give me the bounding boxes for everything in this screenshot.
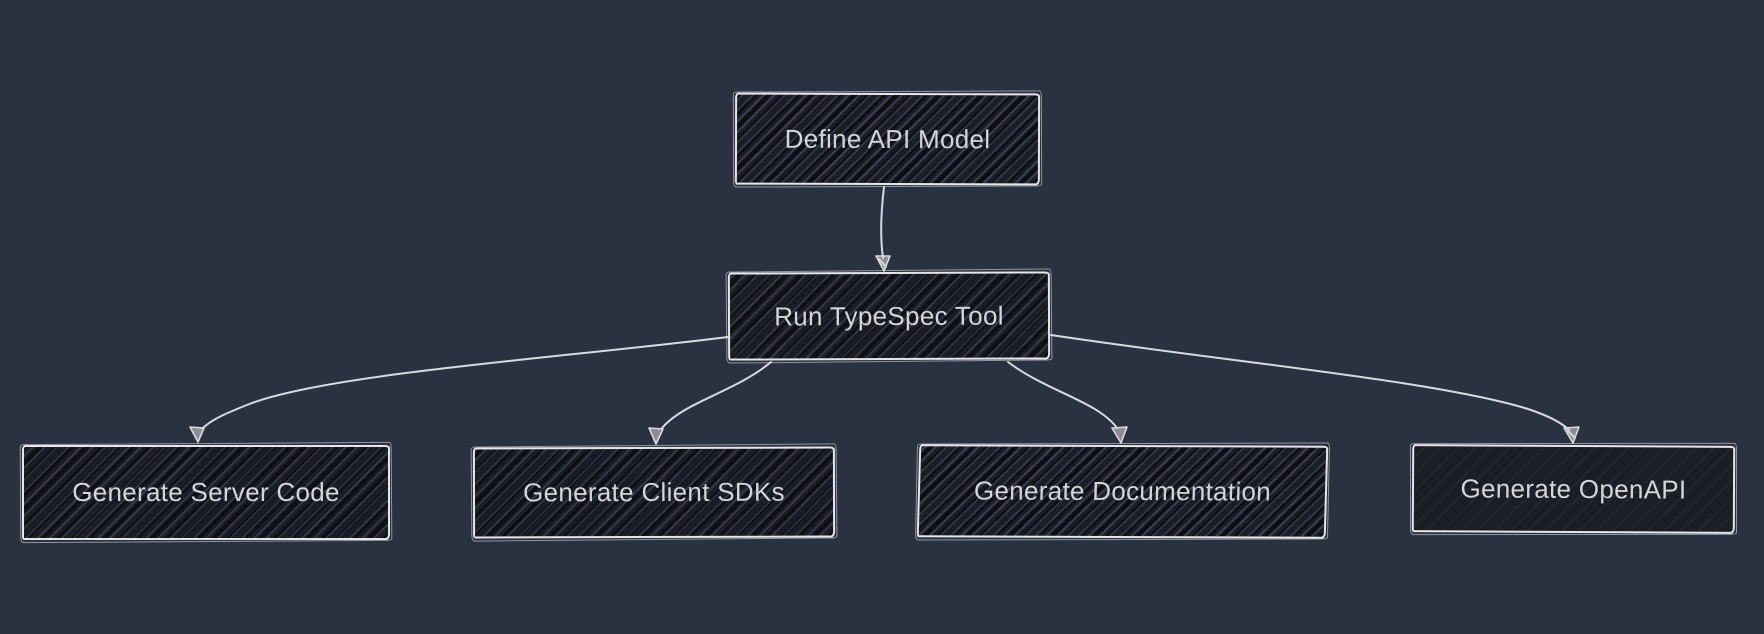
node-label: Generate Documentation — [973, 475, 1272, 507]
node-generate-client-sdks: Generate Client SDKs — [472, 446, 836, 539]
node-label: Define API Model — [784, 123, 991, 154]
node-label: Generate Client SDKs — [523, 476, 785, 508]
edge-run-to-server-code — [189, 336, 729, 443]
node-generate-openapi: Generate OpenAPI — [1411, 444, 1736, 534]
node-define-api-model: Define API Model — [734, 92, 1041, 186]
node-generate-documentation: Generate Documentation — [916, 444, 1329, 539]
node-label: Run TypeSpec Tool — [774, 300, 1004, 331]
edge-run-to-client-sdks — [648, 361, 772, 445]
node-run-typespec-tool: Run TypeSpec Tool — [727, 271, 1051, 361]
node-generate-server-code: Generate Server Code — [22, 445, 390, 540]
node-label: Generate Server Code — [72, 477, 340, 507]
node-label: Generate OpenAPI — [1460, 472, 1687, 505]
edge-define-to-run — [875, 186, 891, 272]
edge-run-to-documentation — [1007, 361, 1128, 444]
edge-run-to-openapi — [1050, 334, 1580, 444]
